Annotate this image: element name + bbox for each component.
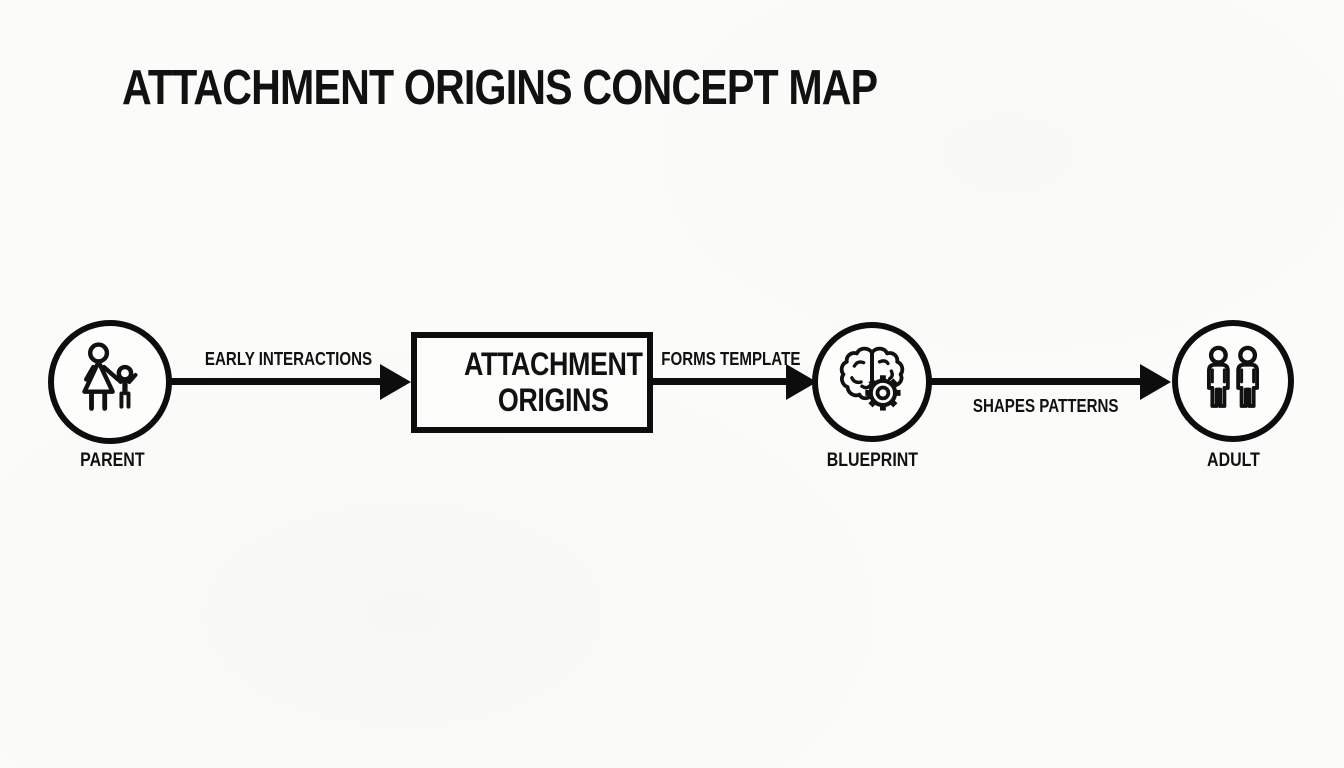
node-attachment-origins: ATTACHMENT ORIGINS (411, 332, 653, 433)
two-adults-icon (1206, 345, 1260, 408)
node-adult-label: ADULT (1206, 450, 1260, 471)
page-title: ATTACHMENT ORIGINS CONCEPT MAP (122, 60, 1021, 116)
edge-shapes-patterns-arrowhead (1140, 364, 1171, 400)
node-parent-label: PARENT (79, 450, 145, 471)
edge-shapes-patterns-line (930, 378, 1142, 385)
edge-early-interactions-line (168, 378, 382, 385)
node-attachment-origins-label: ATTACHMENT ORIGINS (463, 345, 643, 418)
brain-gear-icon (839, 346, 905, 411)
node-blueprint (812, 322, 932, 442)
edge-forms-template-arrowhead (786, 364, 817, 400)
edge-early-interactions-arrowhead (380, 364, 411, 400)
node-parent (48, 320, 172, 444)
edge-early-interactions-label: EARLY INTERACTIONS (205, 349, 373, 369)
edge-shapes-patterns-label: SHAPES PATTERNS (973, 396, 1119, 416)
edge-forms-template-label: FORMS TEMPLATE (661, 349, 801, 369)
page-title-text: ATTACHMENT ORIGINS CONCEPT MAP (122, 61, 878, 115)
node-adult (1172, 320, 1294, 442)
parent-child-icon (82, 342, 138, 411)
node-blueprint-label: BLUEPRINT (826, 450, 918, 471)
edge-forms-template-line (653, 378, 789, 385)
